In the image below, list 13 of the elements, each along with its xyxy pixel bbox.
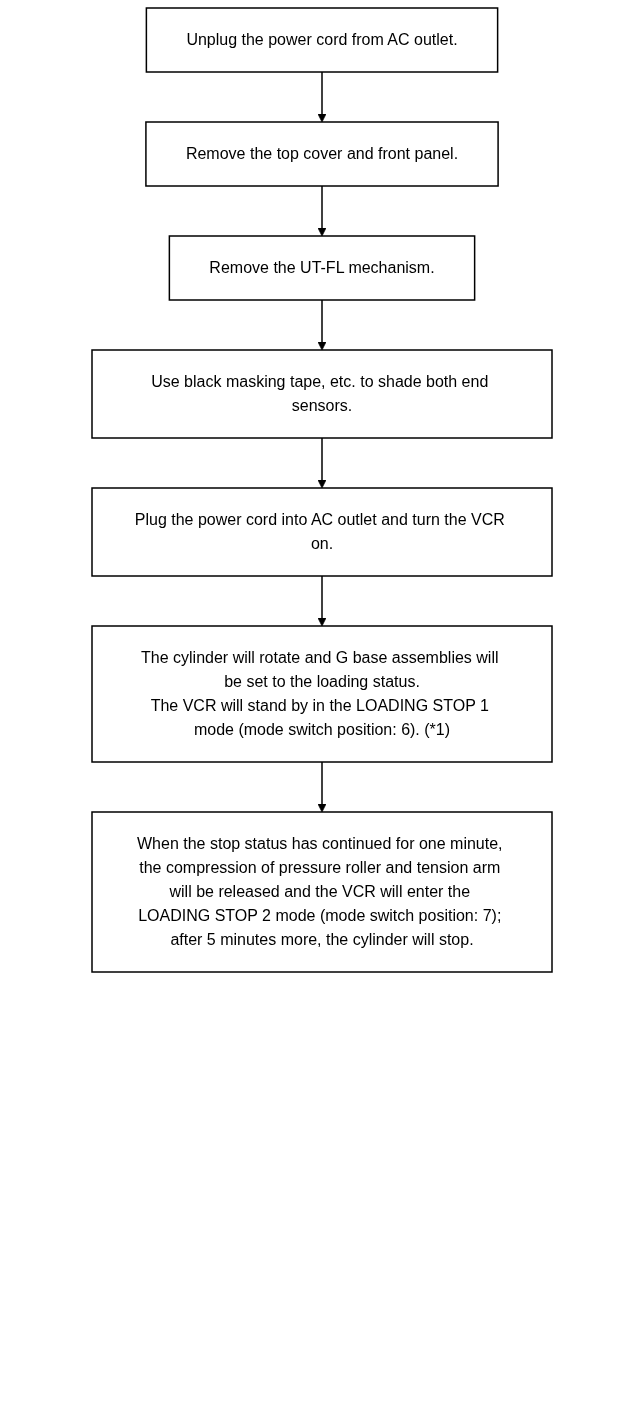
- arrow: [317, 575, 326, 627]
- node-box: The cylinder will rotate and G base assemblies will be set to the loading status. The VCR will stand by in the LOADING STOP 1 mode (mode switch position: 6). (*1): [90, 625, 553, 763]
- node-box: Use black masking tape, etc. to shade both end sensors.: [90, 349, 553, 439]
- arrow: [317, 299, 326, 351]
- node-box: Unplug the power cord from AC outlet.: [145, 7, 498, 73]
- node-box: Remove the top cover and front panel.: [144, 121, 499, 187]
- arrow: [317, 761, 326, 813]
- arrow: [317, 71, 326, 123]
- arrow: [317, 437, 326, 489]
- node-box: Remove the UT-FL mechanism.: [168, 235, 475, 301]
- node-box: Plug the power cord into AC outlet and turn the VCR on.: [90, 487, 553, 577]
- node-box: When the stop status has continued for one minute, the compression of pressure roller and tension arm will be released and the VCR will enter the LOADING STOP 2 mode (mode switch position: 7); after 5 minutes more, the cylinder will stop.: [90, 811, 553, 973]
- arrow: [317, 185, 326, 237]
